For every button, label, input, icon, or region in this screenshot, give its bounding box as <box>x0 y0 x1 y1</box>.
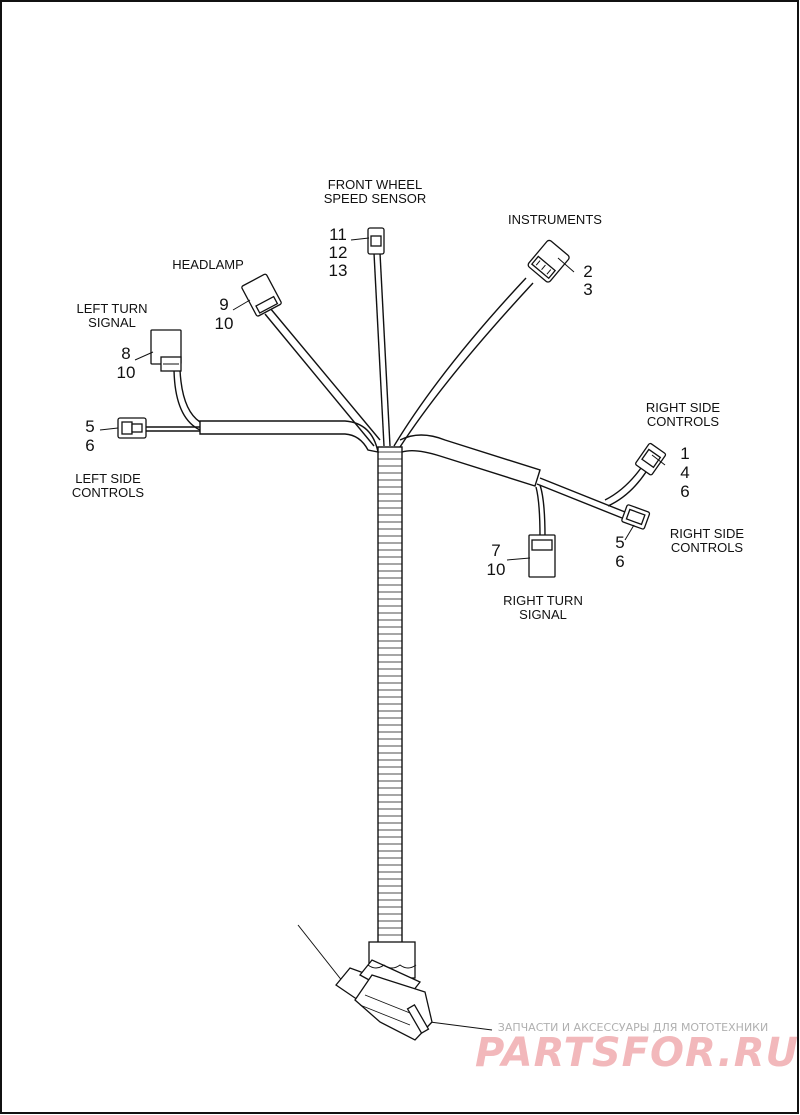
leader-lines <box>99 237 666 561</box>
label-right-side-bottom-line1: RIGHT SIDE <box>670 526 744 541</box>
connector-front-wheel-speed-sensor <box>367 227 385 255</box>
wire-right-side <box>399 434 647 538</box>
label-right-turn-line1: RIGHT TURN <box>503 593 583 608</box>
wire-left-turn-signal <box>173 369 201 431</box>
bottom-connector-cluster <box>297 924 493 1041</box>
label-left-side-line1: LEFT SIDE <box>75 471 141 486</box>
label-right-side-top-line2: CONTROLS <box>647 414 720 429</box>
label-left-side-line2: CONTROLS <box>72 485 145 500</box>
callout-instruments-2: 3 <box>583 280 592 299</box>
connector-right-turn-signal <box>528 534 556 578</box>
wire-left-side-controls <box>145 420 379 453</box>
callout-right-side-top-3: 6 <box>680 482 689 501</box>
callout-left-side-1: 5 <box>85 417 94 436</box>
connector-instruments <box>527 239 570 283</box>
callout-headlamp-2: 10 <box>215 314 234 333</box>
connector-right-side-controls-top <box>635 442 667 476</box>
callout-instruments-1: 2 <box>583 262 592 281</box>
callout-right-side-bottom-2: 6 <box>615 552 624 571</box>
connector-left-turn-signal <box>150 329 182 372</box>
callout-left-side-2: 6 <box>85 436 94 455</box>
wire-front-wheel-speed-sensor <box>373 252 391 447</box>
label-headlamp: HEADLAMP <box>172 257 244 272</box>
connector-headlamp <box>241 273 282 317</box>
connector-right-side-controls-bottom <box>621 504 651 530</box>
connector-left-side-controls <box>117 417 147 439</box>
label-right-side-top-line1: RIGHT SIDE <box>646 400 720 415</box>
watermark-tagline: ЗАПЧАСТИ И АКСЕССУАРЫ ДЛЯ МОТОТЕХНИКИ <box>498 1021 768 1034</box>
label-right-turn-line2: SIGNAL <box>519 607 567 622</box>
wire-instruments <box>393 277 534 448</box>
callout-right-side-top-1: 1 <box>680 444 689 463</box>
wire-headlamp <box>264 307 381 447</box>
callout-right-side-bottom-1: 5 <box>615 533 624 552</box>
callout-right-side-top-2: 4 <box>680 463 689 482</box>
label-left-turn-line1: LEFT TURN <box>76 301 147 316</box>
watermark-brand: PARTSFOR.RU <box>475 1030 799 1076</box>
main-trunk <box>377 446 403 944</box>
callout-front-wheel-2: 12 <box>329 243 348 262</box>
callout-right-turn-2: 10 <box>487 560 506 579</box>
callout-left-turn-1: 8 <box>121 344 130 363</box>
label-left-turn-line2: SIGNAL <box>88 315 136 330</box>
label-instruments: INSTRUMENTS <box>508 212 602 227</box>
label-right-side-bottom-line2: CONTROLS <box>671 540 744 555</box>
callout-left-turn-2: 10 <box>117 363 136 382</box>
callout-front-wheel-1: 11 <box>329 225 347 244</box>
label-front-wheel-line2: SPEED SENSOR <box>324 191 427 206</box>
callout-front-wheel-3: 13 <box>329 261 348 280</box>
callout-right-turn-1: 7 <box>491 541 500 560</box>
callout-headlamp-1: 9 <box>219 295 228 314</box>
label-front-wheel-line1: FRONT WHEEL <box>328 177 422 192</box>
